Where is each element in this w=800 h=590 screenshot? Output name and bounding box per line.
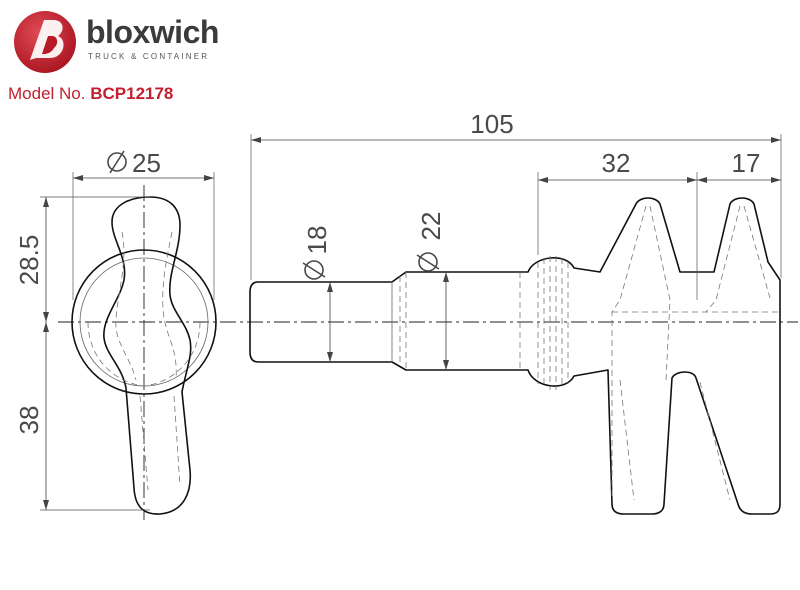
end-view: 25 28.5 38 <box>14 148 217 520</box>
model-number-line: Model No. BCP12178 <box>8 84 173 104</box>
dim-head-diameter: 25 <box>132 148 161 178</box>
pin-lower-profile <box>258 322 781 515</box>
head-circle <box>71 249 217 395</box>
model-label: Model No. <box>8 84 86 103</box>
dim-collar-diameter: 22 <box>416 212 446 241</box>
pin-upper-profile <box>258 197 781 322</box>
dim-overall-length: 105 <box>470 109 513 139</box>
dim-shaft-diameter: 18 <box>302 226 332 255</box>
dim-lower-height: 38 <box>14 406 44 435</box>
brand-name: bloxwich <box>86 14 219 50</box>
brand-tagline: TRUCK & CONTAINER <box>88 52 210 61</box>
model-value: BCP12178 <box>90 84 174 103</box>
dim-spacing-17: 17 <box>732 148 761 178</box>
bloxwich-logo <box>14 11 76 73</box>
knurled-collar <box>537 256 569 390</box>
dim-upper-height: 28.5 <box>14 235 44 286</box>
handle-outline <box>103 196 192 515</box>
dim-spacing-32: 32 <box>602 148 631 178</box>
side-view: 18 22 105 32 17 <box>249 109 782 515</box>
